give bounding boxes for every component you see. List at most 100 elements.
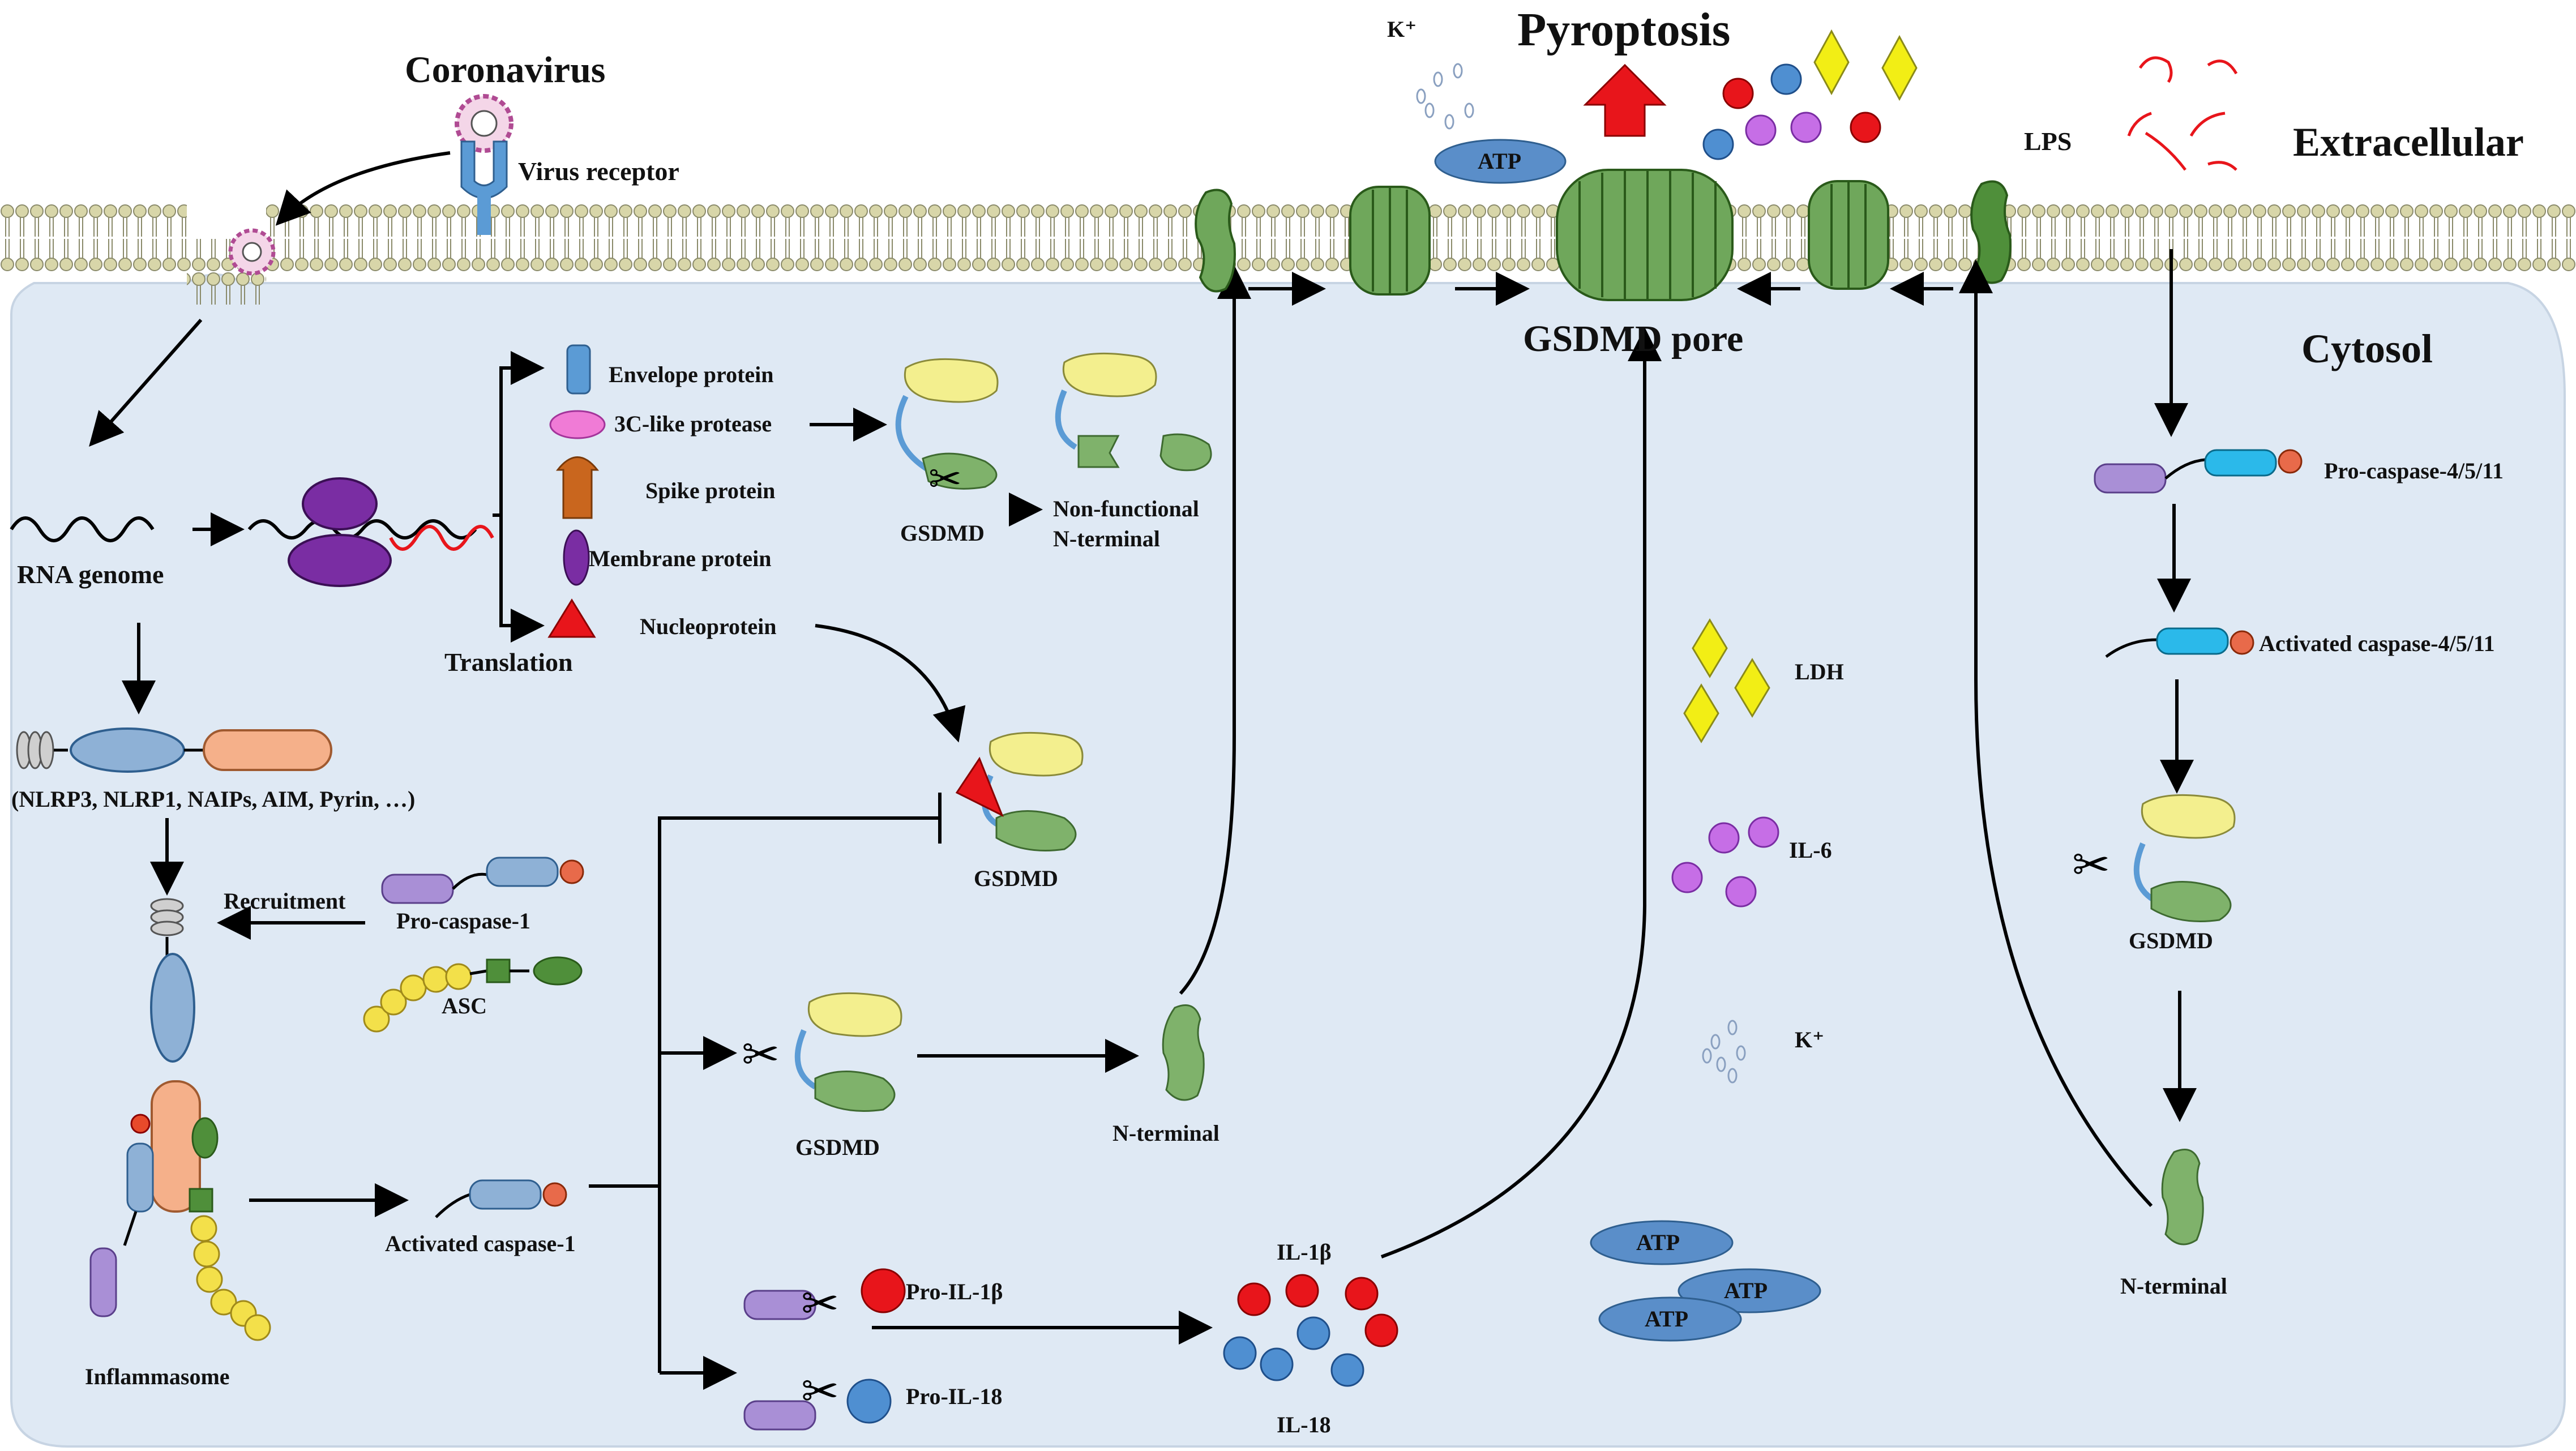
mrna-strand (247, 519, 477, 540)
kplus-particles-top (1416, 63, 1474, 130)
n-terminal-to-membrane-arrow (1179, 265, 1251, 995)
il1b-label: IL-1β (1277, 1239, 1332, 1265)
il6-particles (1671, 816, 1779, 908)
membrane-protein-icon (563, 529, 590, 586)
cytosol-region (10, 273, 2566, 1448)
gsdmd-icon-caspase4511: ✂ (2072, 794, 2236, 922)
inflammasome-icon (89, 898, 271, 1341)
pro-caspase-1-label: Pro-caspase-1 (396, 908, 530, 934)
receptor-stalk (477, 195, 491, 235)
coronavirus-icon (455, 94, 514, 153)
rna-genome-icon (10, 516, 155, 542)
atp-label-1: ATP (1636, 1230, 1680, 1255)
activated-caspase-4511-label: Activated caspase-4/5/11 (2259, 631, 2495, 656)
pro-il1b-label: Pro-IL-1β (906, 1279, 1003, 1304)
gsdmd-icon-caspase1: ✂ (742, 992, 902, 1112)
ldh-label: LDH (1795, 659, 1844, 684)
rna-genome-label: RNA genome (17, 560, 164, 589)
n-terminal-label-2: N-terminal (2120, 1273, 2227, 1299)
internalized-virus-icon (228, 228, 276, 276)
to-rna-arrow (89, 319, 203, 447)
coronavirus-label: Coronavirus (405, 49, 606, 91)
gsdmd-pore-icon (1556, 169, 1734, 301)
pyroptosis-title: Pyroptosis (1517, 3, 1730, 56)
sensor-protein-icon (16, 727, 332, 773)
gsdmd-icon-nucleoprotein (955, 731, 1084, 851)
atp-label-2: ATP (1724, 1278, 1768, 1303)
atp-icons-bottom (1590, 1220, 1821, 1342)
svg-text:✂: ✂ (801, 1367, 839, 1417)
asc-icon (363, 956, 583, 1033)
gsdmd-label-3: GSDMD (795, 1135, 880, 1160)
activated-caspase-1-icon (435, 1179, 567, 1218)
svg-text:✂: ✂ (801, 1279, 839, 1329)
atp-icon-top (1434, 139, 1567, 184)
activated-caspase-4511-icon (2105, 627, 2254, 658)
n-terminal-to-membrane-arrow-right (1959, 259, 2153, 1208)
il18-label: IL-18 (1277, 1412, 1331, 1437)
lps-label: LPS (2024, 127, 2072, 156)
cytokines-to-pore-arrow (1380, 327, 1662, 1259)
pyroptosis-up-arrow (1583, 63, 1667, 137)
kplus-particles-bottom (1702, 1020, 1746, 1084)
lps-icon (2127, 56, 2238, 171)
ldh-particles (1683, 618, 1770, 743)
non-functional-label-2: N-terminal (1053, 526, 1160, 551)
il6-label: IL-6 (1789, 837, 1832, 863)
gsdmd-label-2: GSDMD (974, 866, 1058, 891)
spike-protein-label: Spike protein (645, 478, 775, 503)
virus-receptor-label: Virus receptor (518, 157, 679, 186)
non-functional-label-1: Non-functional (1053, 496, 1199, 521)
inflammasome-label: Inflammasome (85, 1364, 230, 1389)
nucleoprotein-icon (547, 598, 596, 638)
ribosome-icon (288, 477, 392, 587)
pro-il1b-icon: ✂ (743, 1268, 906, 1329)
gsdmd-oligomer-left (1349, 186, 1431, 296)
scissors-icon-2: ✂ (742, 1030, 780, 1080)
membrane-protein-label: Membrane protein (589, 546, 772, 571)
il1b-particles (1237, 1274, 1398, 1347)
gsdmd-oligomer-right (1808, 180, 1889, 290)
gsdmd-monomer-left (1195, 189, 1236, 293)
nascent-peptide (389, 525, 494, 551)
kplus-label-bottom: K⁺ (1795, 1027, 1824, 1052)
kplus-label-top: K⁺ (1387, 16, 1417, 42)
gsdmd-icon-protease: ✂ (895, 358, 999, 502)
released-contents-top (1702, 29, 1918, 160)
recruitment-label: Recruitment (224, 888, 346, 914)
gsdmd-monomer-right (1970, 180, 2012, 284)
protease-label: 3C-like protease (614, 411, 772, 436)
non-functional-gsdmd-icon (1055, 352, 1212, 472)
scissors-icon-3: ✂ (2072, 841, 2110, 891)
spike-protein-icon (555, 456, 600, 519)
pro-caspase-4511-label: Pro-caspase-4/5/11 (2324, 458, 2504, 483)
n-terminal-icon-2 (2161, 1149, 2204, 1245)
sensor-list-label: (NLRP3, NLRP1, NAIPs, AIM, Pyrin, …) (11, 786, 415, 812)
protease-icon (549, 410, 606, 439)
asc-label: ASC (442, 993, 487, 1018)
gsdmd-label-4: GSDMD (2129, 928, 2213, 953)
pro-caspase-4511-icon (2094, 449, 2303, 494)
atp-label-3: ATP (1645, 1306, 1688, 1332)
gsdmd-label-1: GSDMD (900, 520, 985, 546)
extracellular-label: Extracellular (2293, 119, 2524, 165)
pro-il18-icon: ✂ (743, 1367, 892, 1431)
pro-caspase-1-icon (381, 857, 584, 904)
inhibition-bar (658, 793, 942, 1373)
n-terminal-icon-1 (1162, 1004, 1205, 1101)
nucleoprotein-label: Nucleoprotein (640, 614, 776, 639)
pro-il18-label: Pro-IL-18 (906, 1384, 1002, 1409)
nucleoprotein-arrow (815, 624, 966, 743)
il18-particles (1223, 1316, 1364, 1387)
scissors-icon: ✂ (928, 458, 962, 502)
gsdmd-pore-label: GSDMD pore (1523, 318, 1743, 359)
atp-label-top: ATP (1478, 148, 1521, 174)
n-terminal-label-1: N-terminal (1112, 1120, 1219, 1146)
envelope-protein-icon (566, 344, 591, 395)
cytosol-label: Cytosol (2301, 326, 2433, 371)
envelope-protein-label: Envelope protein (609, 362, 774, 387)
virus-receptor-icon (460, 140, 508, 199)
translation-label: Translation (444, 648, 573, 677)
